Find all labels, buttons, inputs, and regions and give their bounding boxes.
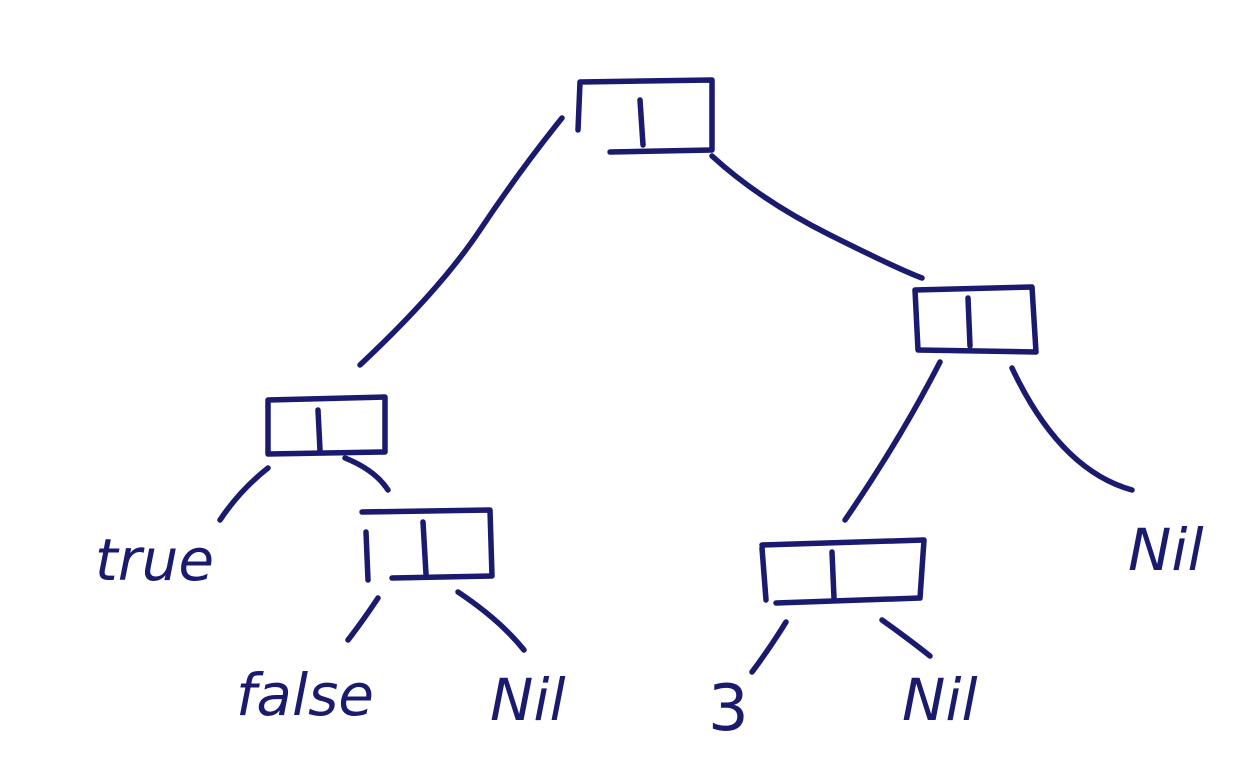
leaf-nil-middle: Nil	[902, 666, 978, 734]
root-node	[575, 77, 715, 155]
edge-right-to-nil	[1009, 365, 1135, 493]
edge-right-to-node3	[842, 359, 943, 523]
leaf-false: false	[236, 661, 374, 729]
right-node	[912, 284, 1039, 355]
three-node	[759, 537, 927, 606]
edge-left-to-inner	[342, 455, 391, 493]
edge-inner-to-nil	[455, 589, 527, 653]
edge-three-to-3	[749, 619, 789, 675]
edge-left-to-true	[217, 465, 271, 523]
inner-left-node	[359, 507, 495, 583]
edge-root-right	[709, 153, 925, 281]
leaf-nil-right: Nil	[1128, 516, 1204, 584]
leaf-nil-left: Nil	[490, 666, 566, 734]
edge-three-to-nil	[879, 617, 933, 659]
leaf-three: 3	[708, 672, 749, 746]
edge-root-left	[357, 115, 565, 368]
edge-inner-to-false	[345, 595, 381, 643]
left-node	[265, 394, 388, 457]
leaf-true: true	[95, 526, 214, 594]
